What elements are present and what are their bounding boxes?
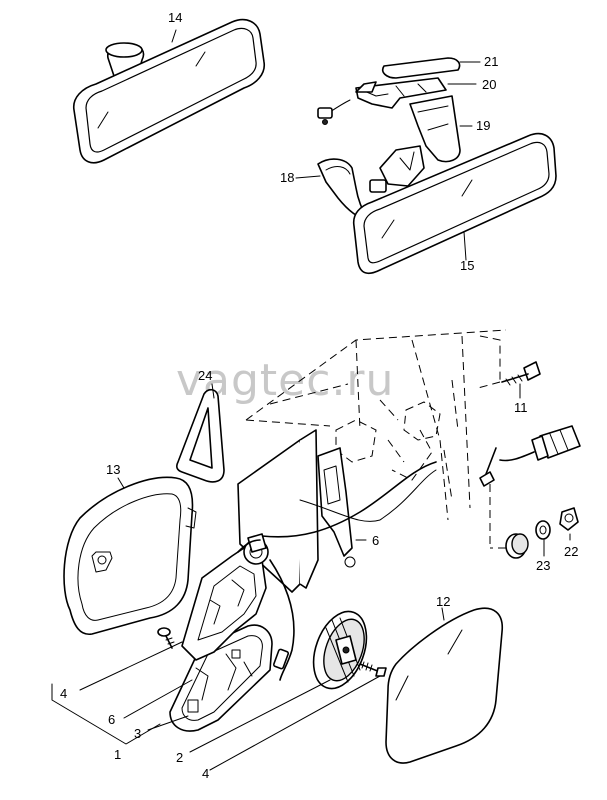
callout-6-upper: 6 — [372, 533, 379, 548]
cap-23[interactable] — [490, 533, 529, 559]
callout-3: 3 — [134, 726, 141, 741]
callout-14: 14 — [168, 10, 182, 25]
mirror-motor-2[interactable] — [304, 604, 376, 696]
callout-19: 19 — [476, 118, 490, 133]
nut-23[interactable] — [535, 520, 551, 540]
mirror-mount-foot — [369, 145, 425, 193]
callout-24: 24 — [198, 368, 212, 383]
callout-15: 15 — [460, 258, 474, 273]
callout-21: 21 — [484, 54, 498, 69]
bolt-11[interactable] — [477, 361, 541, 389]
trim-cover-19[interactable] — [409, 95, 461, 163]
callout-12: 12 — [436, 594, 450, 609]
callout-4-lower: 4 — [202, 766, 209, 781]
callout-20: 20 — [482, 77, 496, 92]
callout-4-upper: 4 — [60, 686, 67, 701]
mount-cover-21[interactable] — [381, 57, 461, 79]
mirror-glass-12[interactable] — [385, 607, 503, 764]
adjustment-mechanism-4[interactable] — [181, 533, 269, 661]
mirror-base-6[interactable] — [237, 429, 437, 593]
wiring-harness — [261, 461, 437, 681]
screw-4[interactable] — [157, 627, 175, 649]
connector-plug[interactable] — [479, 425, 581, 548]
screw-2[interactable] — [359, 661, 387, 677]
mirror-housing-13[interactable] — [63, 476, 197, 635]
interior-mirror-14[interactable] — [72, 18, 266, 164]
callout-2: 2 — [176, 750, 183, 765]
clip-22[interactable] — [559, 507, 579, 531]
callouts: 14 21 20 19 18 15 24 11 13 6 12 22 23 4 … — [60, 10, 578, 781]
interior-mirror-15[interactable] — [352, 132, 557, 275]
callout-6-lower: 6 — [108, 712, 115, 727]
callout-18: 18 — [280, 170, 294, 185]
leader-lines — [51, 29, 571, 771]
callout-22: 22 — [564, 544, 578, 559]
mirror-frame-3[interactable] — [169, 624, 273, 732]
sensor-bracket-20[interactable] — [317, 77, 447, 125]
callout-11: 11 — [514, 400, 528, 415]
callout-1: 1 — [114, 747, 121, 762]
door-panel-outline — [245, 329, 507, 521]
callout-23: 23 — [536, 558, 550, 573]
callout-13: 13 — [106, 462, 120, 477]
triangle-trim-24[interactable] — [176, 388, 225, 483]
